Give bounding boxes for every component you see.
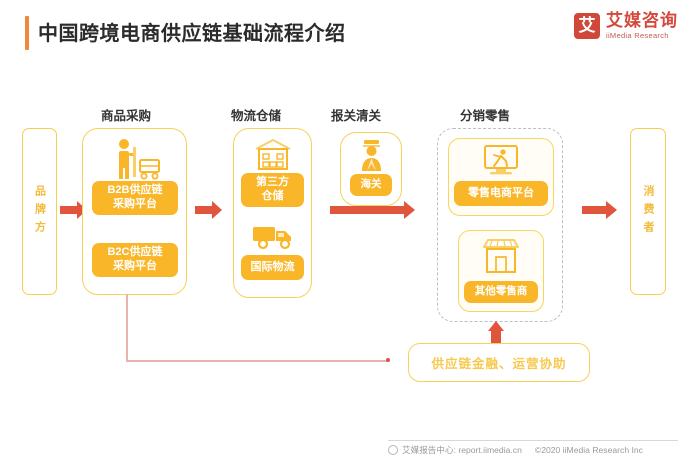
pill-international-logistics: 国际物流 [241, 255, 304, 280]
pill-other-retailers-label: 其他零售商 [474, 285, 528, 298]
pill-b2c-platform-line1: B2C供应链 [107, 246, 163, 259]
pill-retail-ecommerce-platform-label: 零售电商平台 [468, 186, 534, 199]
truck-icon [251, 221, 297, 251]
flow-arrow-2-icon [195, 200, 223, 220]
node-brand-owner: 品牌方 [22, 128, 57, 295]
stage-box-logistics: 第三方 仓储 国际物流 [233, 128, 312, 298]
header: 中国跨境电商供应链基础流程介绍 艾 艾媒咨询 iiMedia Research [0, 0, 700, 66]
node-consumer-label: 消费者 [642, 184, 654, 239]
flow-arrow-4-icon [582, 200, 618, 220]
footer-source: 艾媒报告中心: report.iimedia.cn [402, 445, 522, 455]
stage-label-logistics: 物流仓储 [231, 109, 282, 123]
title-accent-bar [25, 16, 29, 50]
logo-name-en: iiMedia Research [606, 31, 669, 40]
footer-divider [388, 440, 678, 441]
pill-b2c-platform: B2C供应链 采购平台 [92, 243, 178, 277]
buyer-with-cart-icon [107, 138, 165, 180]
pill-third-party-warehouse-line1: 第三方 [256, 176, 289, 189]
pill-b2b-platform: B2B供应链 采购平台 [92, 181, 178, 215]
connector-horizontal [126, 360, 388, 362]
node-consumer: 消费者 [630, 128, 666, 295]
stage-label-procurement: 商品采购 [101, 109, 152, 123]
customs-officer-icon [357, 138, 386, 173]
page-title: 中国跨境电商供应链基础流程介绍 [38, 23, 346, 45]
flow-arrow-1-icon [60, 200, 88, 220]
connector-endpoint-dot [386, 358, 390, 362]
logo-mark-icon: 艾 [574, 12, 600, 39]
node-brand-owner-label: 品牌方 [33, 184, 46, 239]
pill-customs: 海关 [350, 174, 392, 196]
flow-arrow-3-icon [330, 200, 416, 220]
footer: 艾媒报告中心: report.iimedia.cn ©2020 iiMedia … [388, 444, 688, 456]
stage-box-retail: 零售电商平台 其他零售商 [437, 128, 563, 322]
footer-logo-icon [388, 445, 398, 455]
logo-name-cn: 艾媒咨询 [606, 11, 678, 30]
warehouse-icon [253, 137, 293, 171]
pill-b2c-platform-line2: 采购平台 [113, 260, 157, 272]
stage-box-customs: 海关 [340, 132, 402, 206]
pill-third-party-warehouse-line2: 仓储 [261, 190, 284, 202]
footer-copyright: ©2020 iiMedia Research Inc [534, 445, 643, 455]
pill-b2b-platform-line2: 采购平台 [113, 198, 157, 210]
logo-text: 艾媒咨询 iiMedia Research [606, 12, 678, 40]
card-retail-ecommerce-platform: 零售电商平台 [448, 138, 554, 216]
stage-label-customs: 报关清关 [331, 109, 382, 123]
pill-customs-label: 海关 [360, 178, 382, 191]
card-other-retailers: 其他零售商 [458, 230, 544, 312]
support-up-arrow-icon [488, 321, 504, 345]
connector-vertical [126, 294, 128, 362]
stage-label-retail: 分销零售 [460, 109, 511, 123]
pill-retail-ecommerce-platform: 零售电商平台 [454, 181, 548, 206]
pill-b2b-platform-line1: B2B供应链 [107, 184, 163, 197]
pill-international-logistics-line1: 国际物流 [250, 260, 295, 273]
pill-third-party-warehouse: 第三方 仓储 [241, 173, 304, 207]
storefront-icon [480, 236, 522, 276]
brand-logo: 艾 艾媒咨询 iiMedia Research [574, 12, 678, 40]
pill-other-retailers: 其他零售商 [464, 281, 538, 303]
support-note-box: 供应链金融、运营协助 [408, 343, 590, 382]
stage-box-procurement: B2B供应链 采购平台 B2C供应链 采购平台 [82, 128, 187, 295]
supply-chain-flow-diagram: 商品采购 物流仓储 报关清关 分销零售 品牌方 [0, 66, 700, 426]
monitor-shopper-icon [482, 144, 520, 176]
support-note-label: 供应链金融、运营协助 [431, 357, 567, 371]
